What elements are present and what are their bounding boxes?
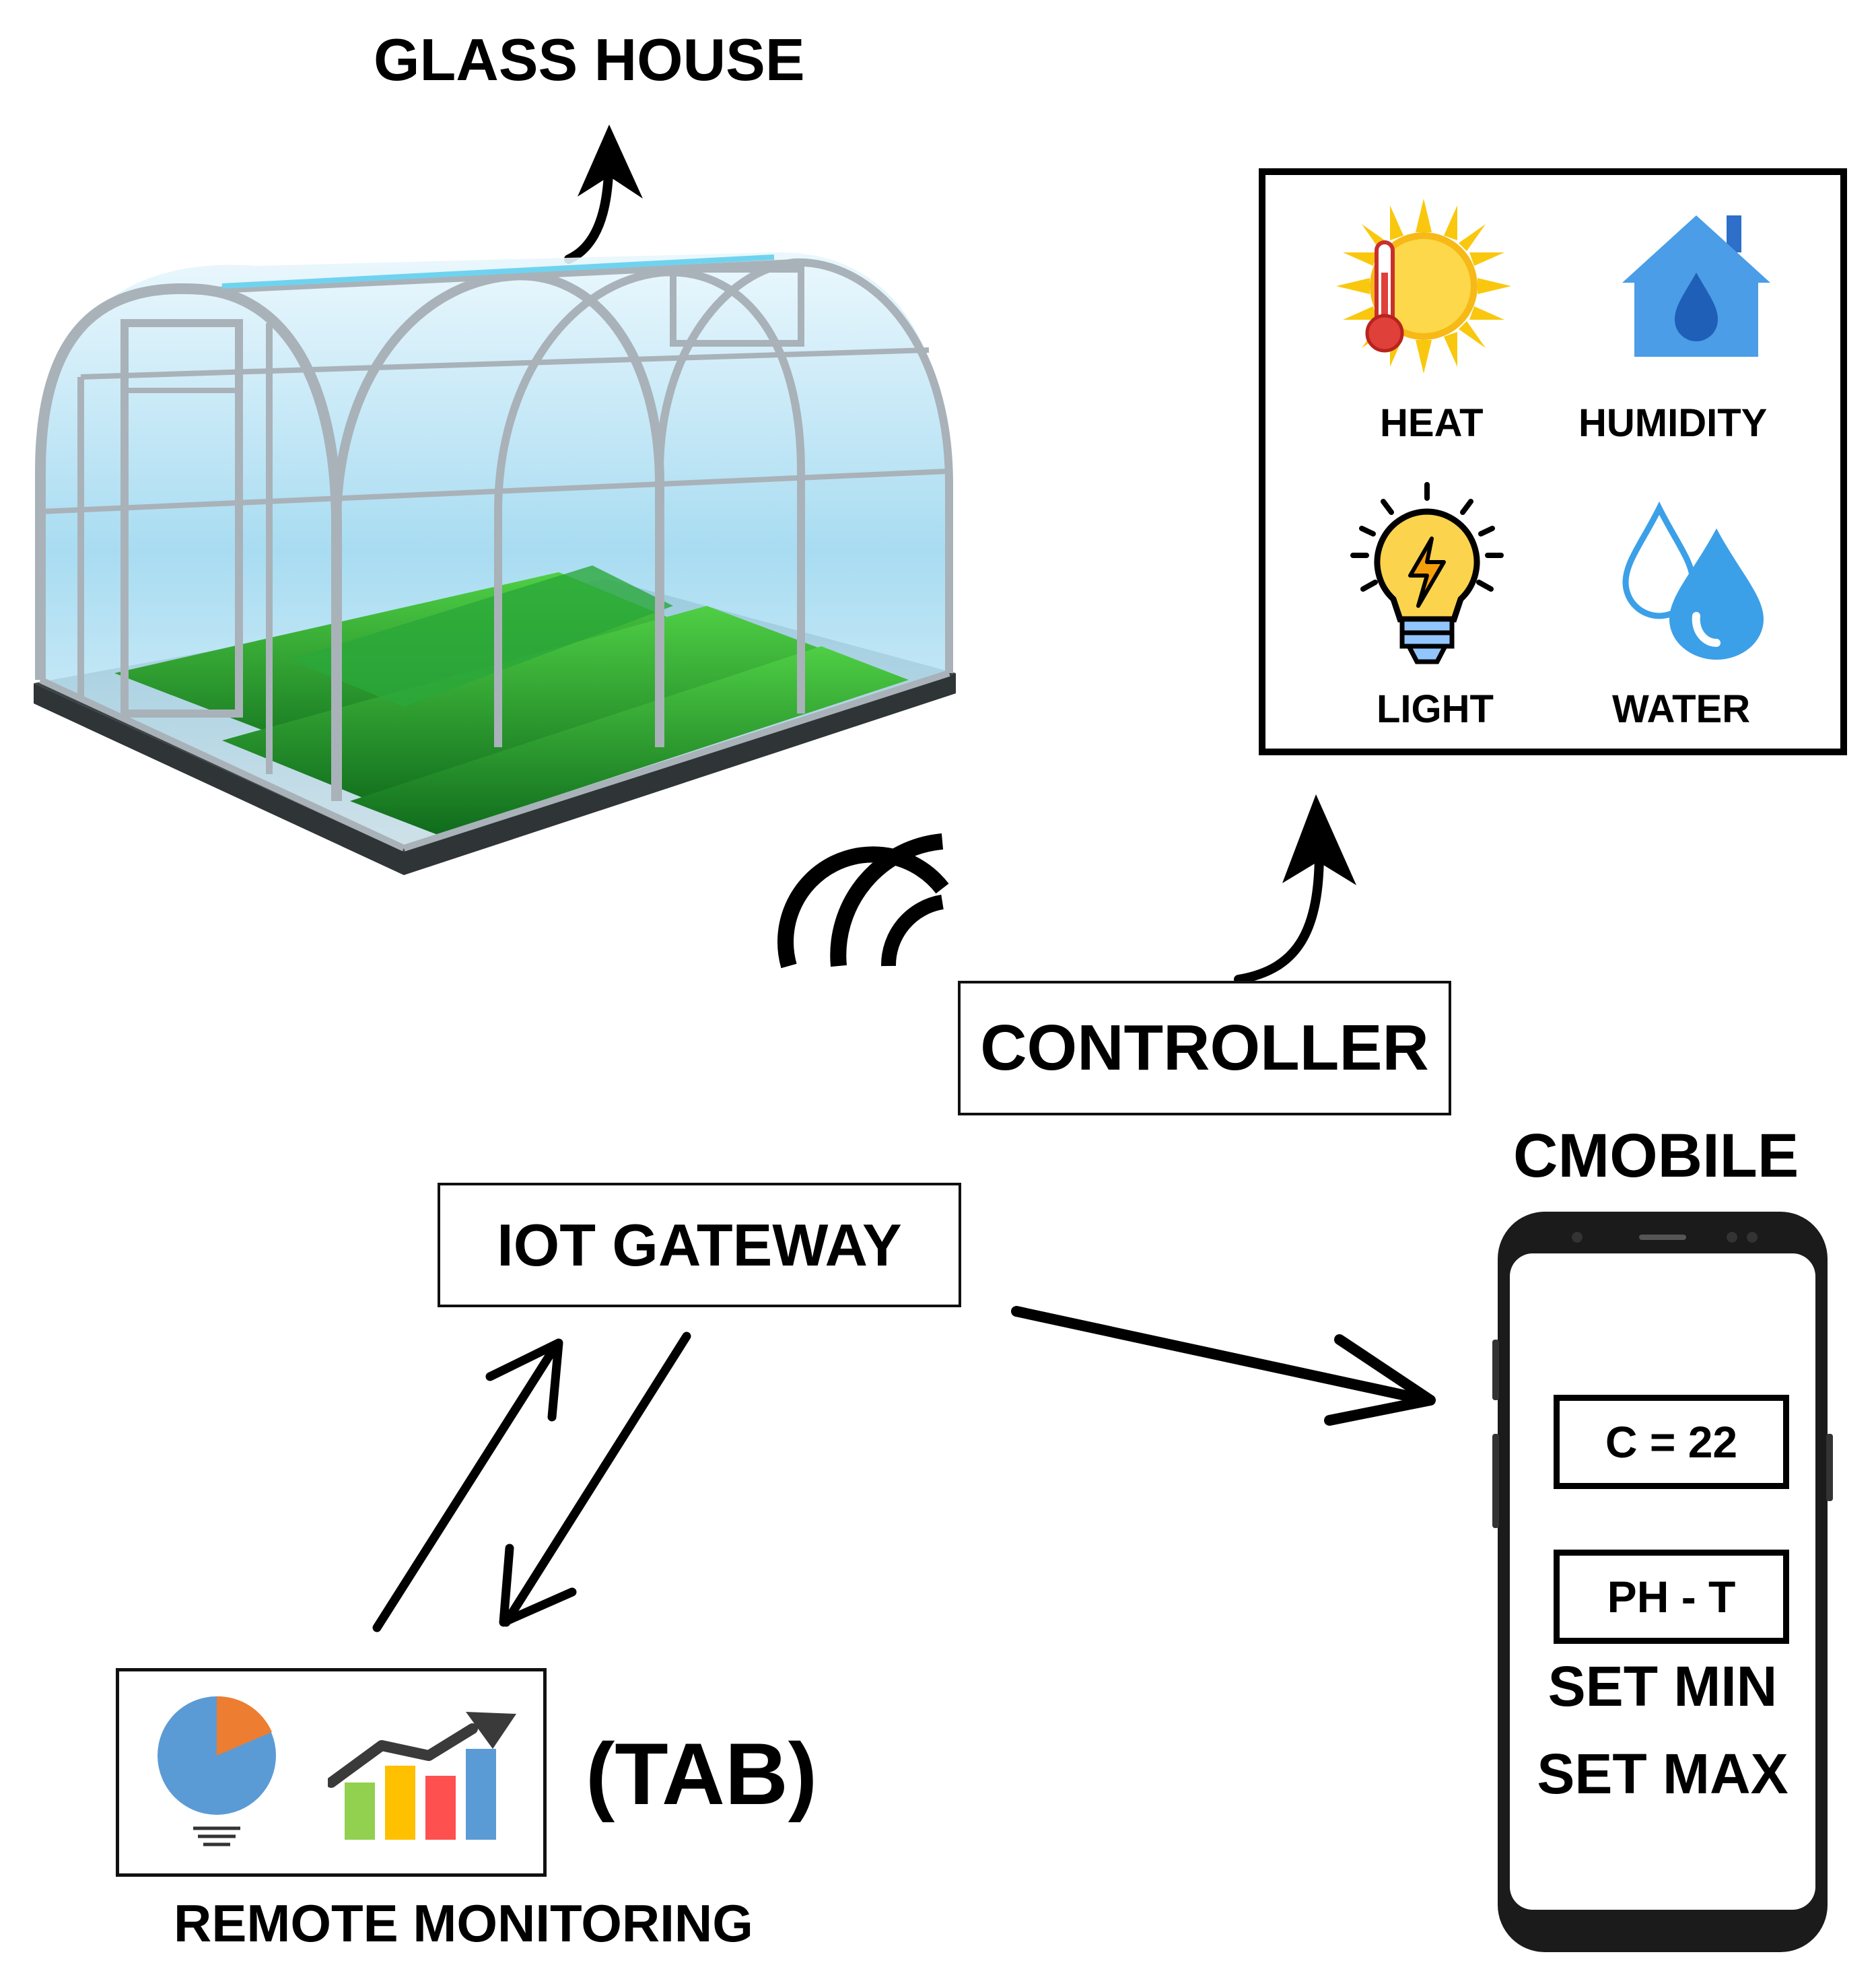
reading-c-box: C = 22 [1554,1395,1789,1489]
phone-screen: C = 22 PH - T SET MIN SET MAX [1510,1253,1815,1910]
reading-ph-box: PH - T [1554,1550,1789,1644]
glass-house-arrow [564,125,643,264]
tab-to-gateway-arrow [372,1338,563,1632]
phone-sensor [1727,1232,1737,1243]
phone-side-button [1826,1434,1833,1501]
set-min-button[interactable]: SET MIN [1548,1655,1778,1718]
remote-monitoring-caption: REMOTE MONITORING [174,1894,753,1953]
controller-to-panel-arrow [1234,794,1356,984]
iot-gateway-label: IOT GATEWAY [497,1211,902,1278]
growth-bar-chart-icon [328,1712,516,1840]
iot-gateway-box: IOT GATEWAY [438,1183,961,1307]
mobile-phone: C = 22 PH - T SET MIN SET MAX [1492,1212,1833,1952]
reading-ph-value: PH - T [1607,1572,1736,1622]
sun-thermometer-icon [1336,199,1511,374]
mobile-title: CMOBILE [1513,1121,1799,1190]
remote-monitoring-tab [116,1668,547,1877]
heat-label: HEAT [1380,401,1484,445]
phone-side-button [1492,1340,1499,1400]
phone-sensor [1747,1232,1758,1243]
glass-house-label: GLASS HOUSE [374,26,805,93]
water-label: WATER [1612,687,1751,731]
reading-c-value: C = 22 [1605,1417,1738,1467]
light-label: LIGHT [1377,687,1494,731]
sensor-panel: HEAT HUMIDITY LIGHT WATER [1259,168,1847,755]
water-drops-icon [1622,502,1764,660]
controller-box: CONTROLLER [958,981,1451,1115]
controller-label: CONTROLLER [980,1012,1429,1084]
house-water-drop-icon [1622,215,1770,357]
set-max-button[interactable]: SET MAX [1537,1742,1788,1805]
humidity-label: HUMIDITY [1578,401,1768,445]
tab-label: (TAB) [586,1725,818,1823]
gateway-to-tab-arrow [499,1332,691,1627]
gateway-to-mobile-arrow [1011,1306,1436,1426]
phone-camera [1572,1232,1583,1243]
phone-side-button [1492,1434,1499,1528]
light-bulb-icon [1350,482,1504,664]
greenhouse-illustration [34,252,956,875]
phone-speaker [1639,1235,1686,1240]
pie-chart-icon [158,1696,276,1846]
wireless-signal-icon [777,833,949,969]
